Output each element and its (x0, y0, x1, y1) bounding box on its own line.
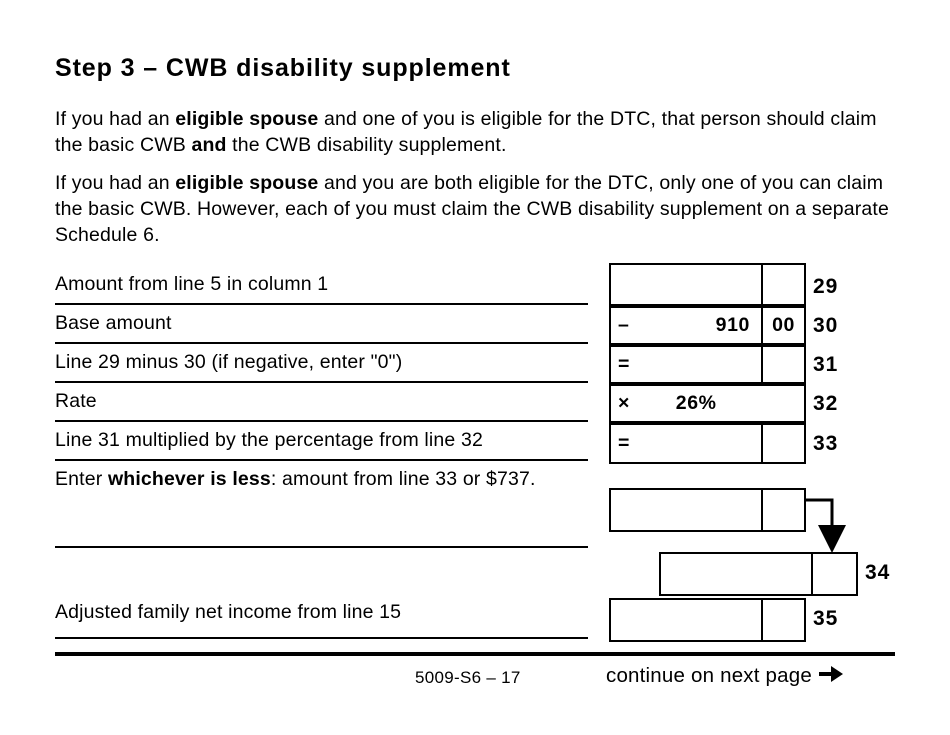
amount-box-whichever-cents[interactable] (761, 490, 804, 530)
intro-1-bold-and: and (191, 134, 227, 156)
amount-box-whichever-is-less[interactable] (609, 488, 806, 532)
page-title: Step 3 – CWB disability supplement (55, 54, 511, 82)
continue-next-page-label: continue on next page (606, 664, 812, 687)
line-number-32: 32 (813, 392, 839, 415)
line-number-33: 33 (813, 432, 839, 455)
row-label-32-text: Rate (55, 390, 97, 412)
amount-box-32-rate: × 26% (609, 384, 806, 423)
amount-box-30[interactable]: – 910 00 (609, 306, 806, 345)
amount-box-35-cents[interactable] (761, 600, 804, 640)
row-label-35-text: Adjusted family net income from line 15 (55, 601, 402, 623)
whichever-post: : amount from line 33 or $737. (270, 468, 536, 490)
amount-box-32-value: 26% (675, 392, 717, 414)
row-label-29-text: Amount from line 5 in column 1 (55, 273, 329, 295)
amount-box-29-dollars[interactable] (611, 265, 761, 304)
line-number-30: 30 (813, 314, 839, 337)
intro-paragraph-1: If you had an eligible spouse and one of… (55, 106, 900, 158)
whichever-pre: Enter (55, 468, 108, 490)
intro-1-mid: and one of you is eligible for the DTC, … (55, 108, 877, 156)
row-label-31-text: Line 29 minus 30 (if negative, enter "0"… (55, 351, 403, 373)
whichever-bold: whichever is less (107, 468, 271, 490)
intro-2-bold-eligible-spouse: eligible spouse (175, 172, 319, 194)
row-label-32: Rate (55, 383, 588, 422)
amount-box-31[interactable]: = (609, 345, 806, 384)
intro-2-mid: and you are both eligible for the DTC, o… (55, 172, 889, 246)
amount-box-31-operator: = (618, 353, 630, 375)
amount-box-33-operator: = (618, 432, 630, 454)
section-divider (55, 652, 895, 656)
row-label-35: Adjusted family net income from line 15 (55, 594, 588, 639)
row-label-33: Line 31 multiplied by the percentage fro… (55, 422, 588, 461)
intro-1-bold-eligible-spouse: eligible spouse (175, 108, 319, 130)
continue-next-page: continue on next page (606, 664, 844, 688)
row-label-whichever-text: Enter whichever is less: amount from lin… (55, 461, 588, 492)
row-label-33-text: Line 31 multiplied by the percentage fro… (55, 429, 483, 451)
amount-box-30-dollars[interactable]: – 910 (611, 308, 761, 343)
form-number: 5009-S6 – 17 (415, 668, 521, 687)
amount-box-30-value: 910 (715, 314, 750, 336)
amount-box-29[interactable] (609, 263, 806, 306)
amount-box-34[interactable] (659, 552, 858, 596)
amount-box-33-cents[interactable] (761, 425, 804, 462)
amount-box-34-dollars[interactable] (661, 554, 811, 594)
row-label-30-text: Base amount (55, 312, 172, 334)
amount-box-31-cents[interactable] (761, 347, 804, 382)
amount-box-33-dollars[interactable]: = (611, 425, 761, 462)
amount-box-30-operator: – (618, 314, 629, 336)
intro-paragraph-2: If you had an eligible spouse and you ar… (55, 170, 900, 248)
amount-box-32-dollars: × 26% (611, 386, 804, 421)
line-number-35: 35 (813, 607, 839, 630)
line-number-34: 34 (865, 561, 891, 584)
amount-box-30-cents[interactable]: 00 (761, 308, 804, 343)
row-label-31: Line 29 minus 30 (if negative, enter "0"… (55, 344, 588, 383)
line-number-29: 29 (813, 275, 839, 298)
right-arrow-icon (818, 666, 843, 682)
amount-box-32-operator: × (618, 392, 630, 414)
amount-box-35[interactable] (609, 598, 806, 642)
row-label-whichever-is-less: Enter whichever is less: amount from lin… (55, 461, 588, 548)
amount-box-31-dollars[interactable]: = (611, 347, 761, 382)
line-number-31: 31 (813, 353, 839, 376)
amount-box-35-dollars[interactable] (611, 600, 761, 640)
row-label-29: Amount from line 5 in column 1 (55, 266, 588, 305)
amount-box-34-cents[interactable] (811, 554, 856, 594)
carry-down-arrow-icon (805, 498, 846, 553)
amount-box-whichever-dollars[interactable] (611, 490, 761, 530)
amount-box-29-cents[interactable] (761, 265, 804, 304)
intro-1-pre: If you had an (55, 108, 176, 130)
row-label-30: Base amount (55, 305, 588, 344)
intro-1-post: the CWB disability supplement. (226, 134, 507, 156)
amount-box-33[interactable]: = (609, 423, 806, 464)
intro-2-pre: If you had an (55, 172, 176, 194)
